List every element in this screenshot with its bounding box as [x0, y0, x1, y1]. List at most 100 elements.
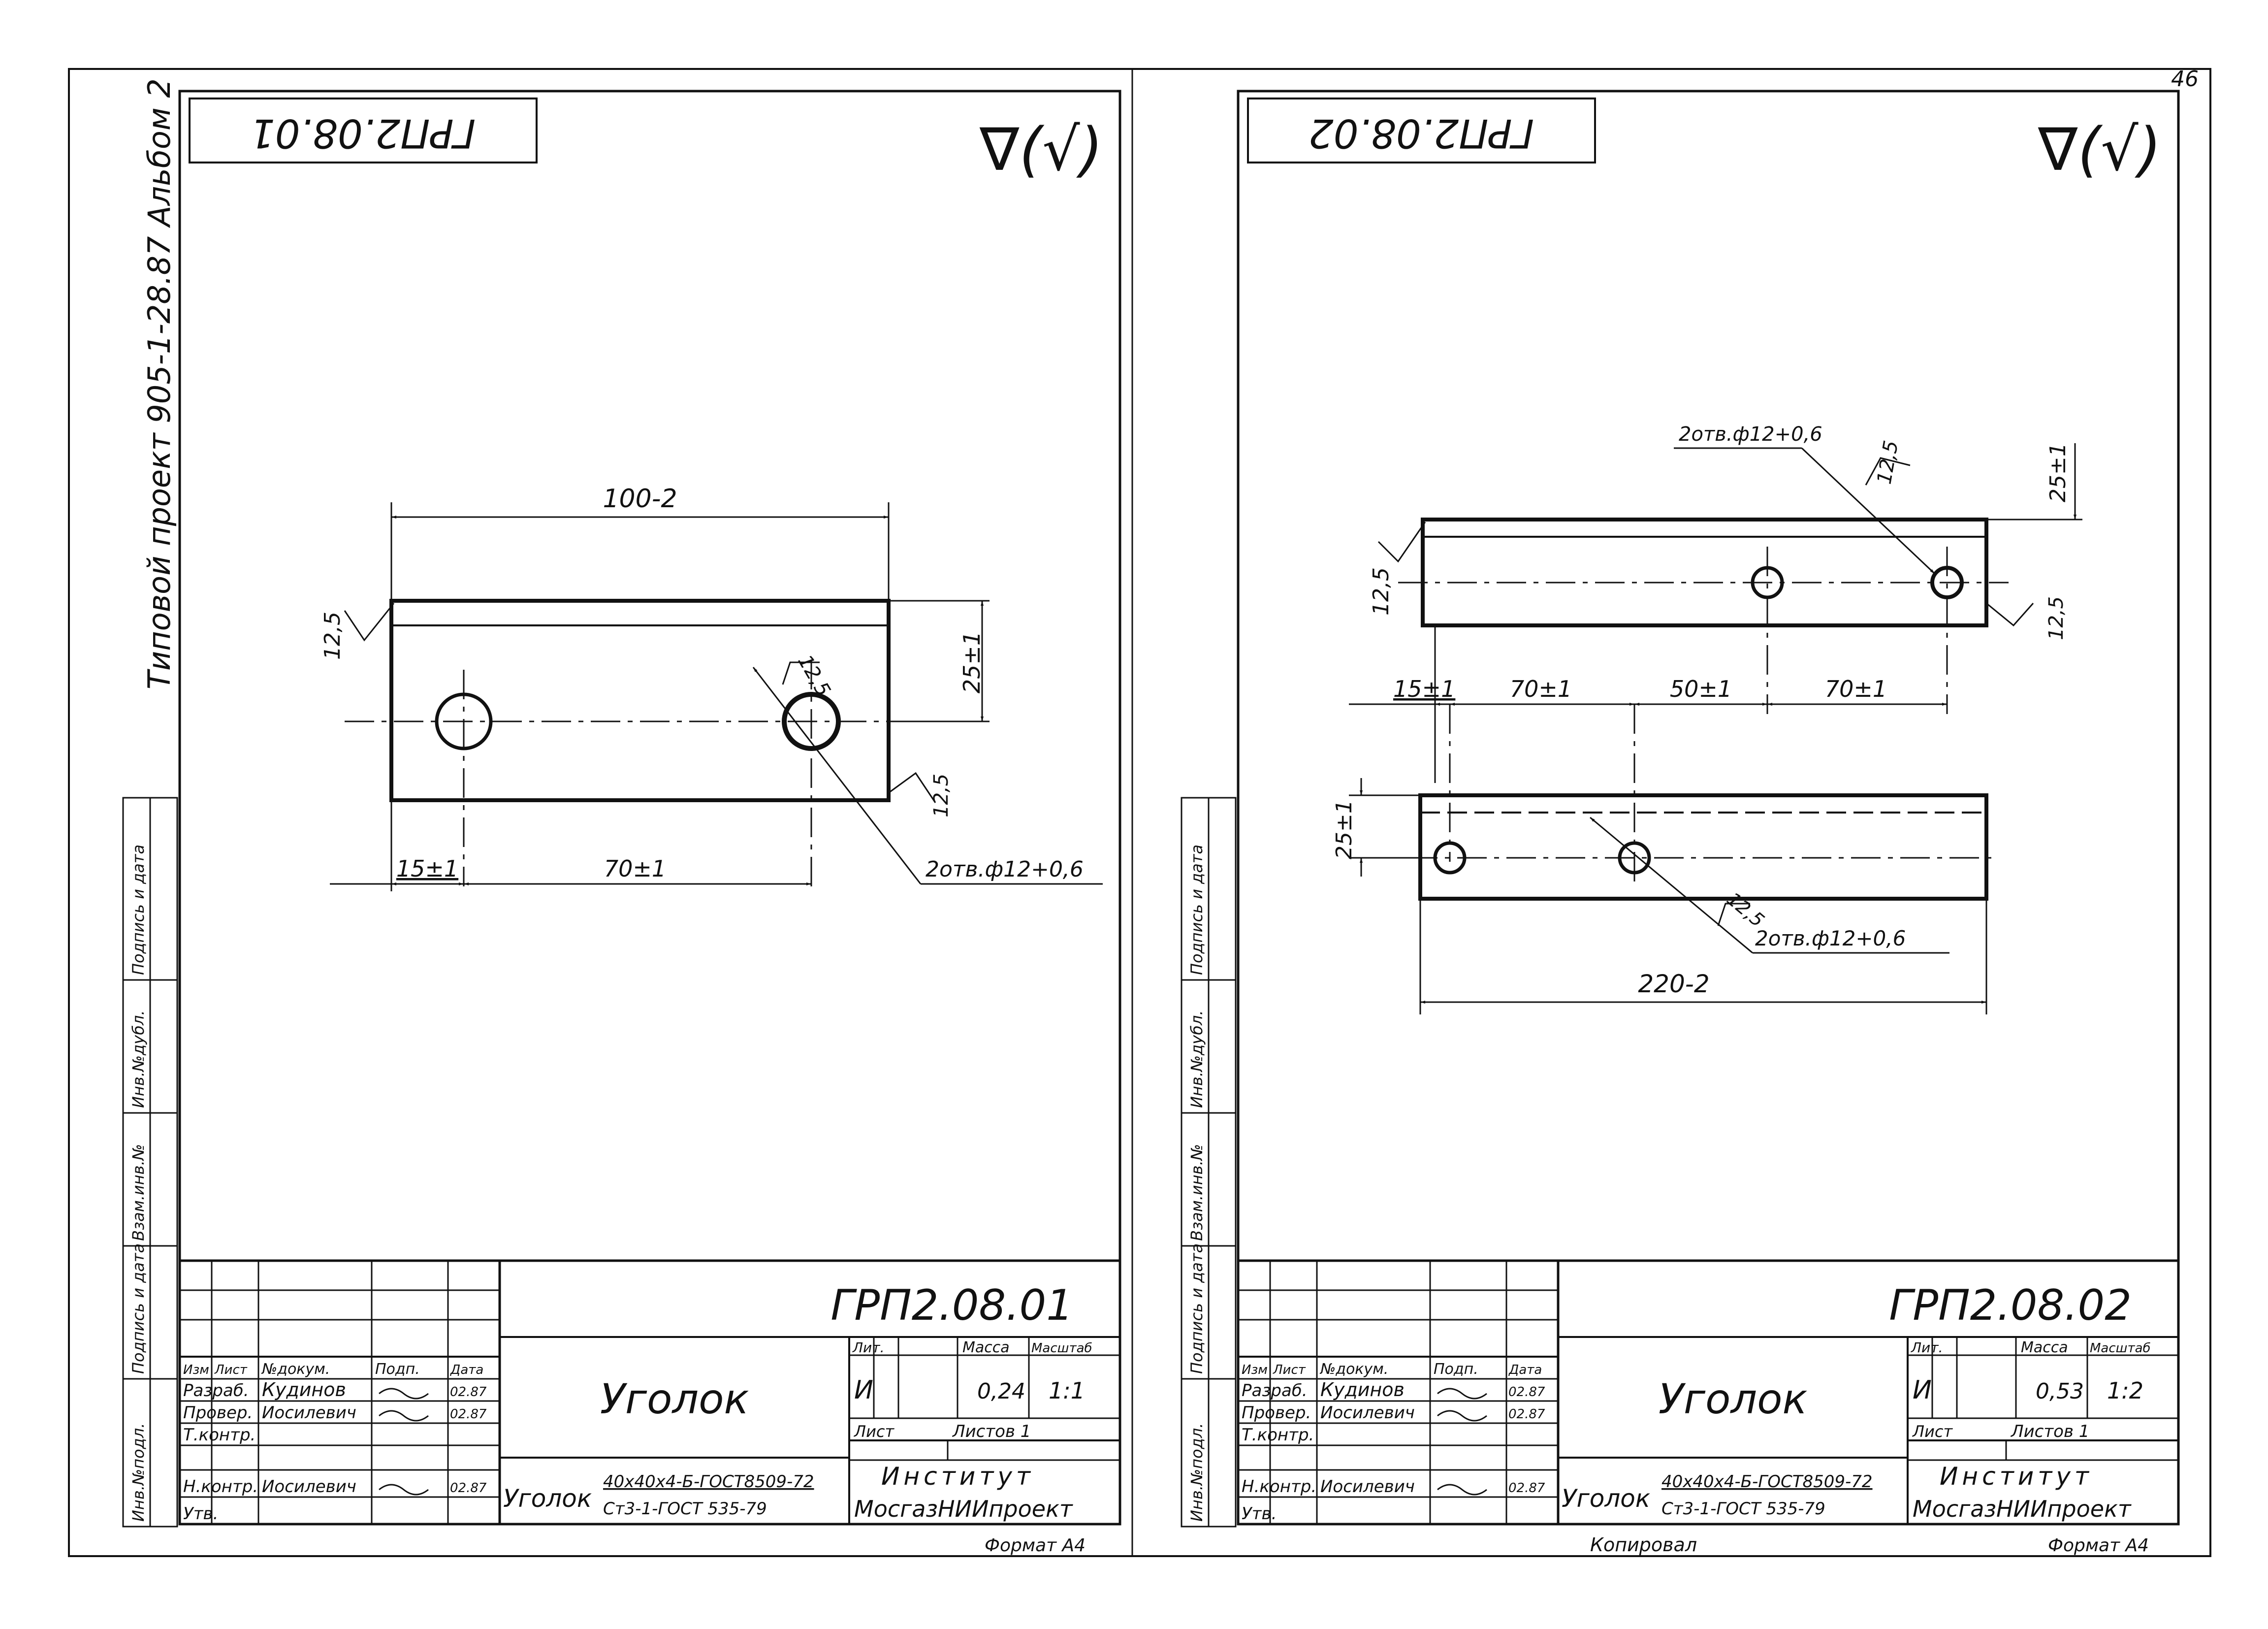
sheet-1-format: Формат А4	[985, 1535, 1086, 1556]
page-number: 46	[2171, 66, 2199, 92]
sheet-1-material-prefix: Уголок	[503, 1484, 592, 1513]
sheet-2-dim-length: 220-2	[1638, 970, 1709, 998]
sheet-2-person-4: Иосилевич	[1320, 1477, 1415, 1497]
sheet-1-code: ГРП2.08.01	[831, 1281, 1073, 1330]
sheet-1-hole-note-top: 12,5	[793, 651, 834, 700]
sheet-1-org-line2: МосгазНИИпроект	[854, 1496, 1073, 1522]
sheet-2-role-4: Н.контр.	[1242, 1477, 1316, 1497]
sheet-1-col-3: Подп.	[375, 1361, 420, 1378]
sheet-2-hole-callout-top: 2отв.ф12+0,6	[1679, 423, 1822, 446]
sheet-1-material-bottom: Ст3-1-ГОСТ 535-79	[603, 1499, 767, 1519]
sheet-2-front-view	[1418, 793, 1988, 901]
sheet-2-org-line2: МосгазНИИпроект	[1913, 1496, 2132, 1522]
sheet-1-part-name: Уголок	[600, 1375, 749, 1423]
sheet-2-dim-a: 70±1	[1510, 676, 1572, 702]
sheet-2-mass: 0,53	[2036, 1379, 2084, 1404]
side-label-r1: Подпись и дата	[1187, 1243, 1206, 1374]
sheet-1-callout-leader	[752, 667, 922, 884]
sheet-2-dim-width-top: 25±1	[2045, 443, 2071, 502]
sheet-1-scale-header: Масштаб	[1031, 1341, 1092, 1356]
sheet-2-sheet-label: Лист	[1912, 1422, 1953, 1441]
sheet-2-part-name: Уголок	[1659, 1375, 1808, 1423]
sheet-2-person-0: Кудинов	[1320, 1379, 1405, 1401]
sheet-2-role-1: Провер.	[1242, 1403, 1311, 1423]
sheet-2-weld-top: 12,5	[1873, 439, 1903, 486]
sheet-2-col-4: Дата	[1508, 1363, 1542, 1377]
side-label-r3: Инв.№дубл.	[1187, 1010, 1206, 1108]
side-label-r0: Инв.№подл.	[1187, 1423, 1206, 1522]
sheet-2-scale: 1:2	[2107, 1377, 2143, 1404]
sheet-2-sheets-label: Листов 1	[2010, 1422, 2089, 1441]
sheet-1-date-4: 02.87	[450, 1481, 487, 1496]
sheet-1-person-0: Кудинов	[262, 1379, 346, 1401]
sheet-2-lit: И	[1913, 1375, 1932, 1405]
side-label-1: Подпись и дата	[129, 1243, 148, 1374]
sheet-1-date-0: 02.87	[450, 1385, 487, 1400]
side-label-4: Подпись и дата	[129, 845, 148, 975]
side-stamp-left: Инв.№подл. Подпись и дата Взам.инв.№ Инв…	[122, 797, 178, 1528]
sheet-1-weld-right-mark	[888, 772, 936, 803]
sheet-1-mass-header: Масса	[962, 1339, 1010, 1356]
sheet-2-scale-header: Масштаб	[2090, 1341, 2151, 1356]
side-label-r4: Подпись и дата	[1187, 845, 1206, 975]
sheet-2-dim-width-bottom: 25±1	[1332, 800, 1357, 859]
sheet-2-mass-header: Масса	[2021, 1339, 2068, 1356]
sheet-2-material-prefix: Уголок	[1562, 1484, 1650, 1513]
sheet-2-material-top: 40х40х4-Б-ГОСТ8509-72	[1661, 1472, 1873, 1492]
sheet-1-roughness: ∇(√)	[979, 116, 1103, 184]
sheet-1-material-top: 40х40х4-Б-ГОСТ8509-72	[603, 1472, 814, 1492]
sheet-2-top-hole-2	[1930, 566, 1964, 599]
sheet-2-dim-c: 70±1	[1825, 676, 1887, 702]
sheet-2-weld-right: 12,5	[2045, 596, 2068, 640]
sheet-1-rotated-code: ГРП2.08.01	[250, 110, 476, 156]
sheet-2-org-line1: Институт	[1940, 1462, 2093, 1491]
sheet-1-role-1: Провер.	[183, 1403, 253, 1423]
sheet-1-role-0: Разраб.	[183, 1381, 249, 1401]
sheet-2-col-3: Подп.	[1434, 1361, 1478, 1378]
sheet-2-person-1: Иосилевич	[1320, 1403, 1415, 1423]
sheet-2-code-stamp	[1247, 98, 1596, 163]
sheet-1-col-0: Изм	[183, 1363, 209, 1377]
sheet-1-dim-spacing: 70±1	[604, 855, 666, 882]
sheet-1-hole-2	[782, 692, 841, 751]
sheet-1-code-stamp	[189, 98, 538, 163]
sheet-2-format: Формат А4	[2048, 1535, 2149, 1556]
sheet-2-front-hole-1	[1433, 841, 1467, 875]
side-stamp-right: Инв.№подл. Подпись и дата Взам.инв.№ Инв…	[1181, 797, 1237, 1528]
sheet-1-role-5: Утв.	[183, 1504, 218, 1524]
sheet-1-col-2: №докум.	[261, 1361, 330, 1378]
sheet-2-top-hole-1	[1751, 566, 1784, 599]
sheet-2-roughness: ∇(√)	[2038, 116, 2161, 184]
sheet-2-role-0: Разраб.	[1242, 1381, 1308, 1401]
sheet-1-sheet-label: Лист	[854, 1422, 894, 1441]
sheet-2-dim-b: 50±1	[1670, 676, 1732, 702]
sheet-2-role-5: Утв.	[1242, 1504, 1277, 1524]
sheet-2-material-bottom: Ст3-1-ГОСТ 535-79	[1661, 1499, 1825, 1519]
sheet-1-role-2: Т.контр.	[183, 1425, 256, 1445]
sheet-2-code: ГРП2.08.02	[1889, 1281, 2132, 1330]
sheet-1-hole-1	[435, 692, 493, 750]
sheet-1-hole-note-mark	[782, 661, 820, 685]
sheet-1-person-1: Иосилевич	[262, 1403, 356, 1423]
sheet-2-date-4: 02.87	[1508, 1481, 1545, 1496]
sheet-2-hole-callout-bottom: 2отв.ф12+0,6	[1755, 926, 1906, 950]
side-label-2: Взам.инв.№	[129, 1144, 148, 1241]
outer-frame	[68, 68, 2211, 1557]
sheet-1-hole-callout: 2отв.ф12+0,6	[926, 857, 1084, 882]
sheet-2-front-hole-2	[1618, 841, 1651, 875]
sheet-1: ГРП2.08.01 ∇(√) 100-2 25±1 12,5 12,5 12,…	[178, 90, 1121, 1556]
sheet-2-title-block: ГРП2.08.02 Уголок Изм Лист №докум. Подп.…	[1237, 1259, 2180, 1526]
sheet-1-col-1: Лист	[214, 1363, 248, 1377]
sheet-1-part-outline	[389, 599, 891, 802]
sheet-1-date-1: 02.87	[450, 1407, 487, 1422]
sheet-1-dim-length: 100-2	[603, 484, 677, 514]
side-label-0: Инв.№подл.	[129, 1423, 148, 1522]
sheet-2-rotated-code: ГРП2.08.02	[1309, 110, 1534, 156]
sheet-2-col-1: Лист	[1273, 1363, 1306, 1377]
sheet-2-signatures	[1437, 1388, 1487, 1496]
sheet-2-weld-left: 12,5	[1369, 567, 1394, 616]
sheet-1-lit: И	[854, 1375, 873, 1405]
sheet-1-person-4: Иосилевич	[262, 1477, 356, 1497]
album-header: Типовой проект 905-1-28.87 Альбом 2	[141, 78, 177, 689]
